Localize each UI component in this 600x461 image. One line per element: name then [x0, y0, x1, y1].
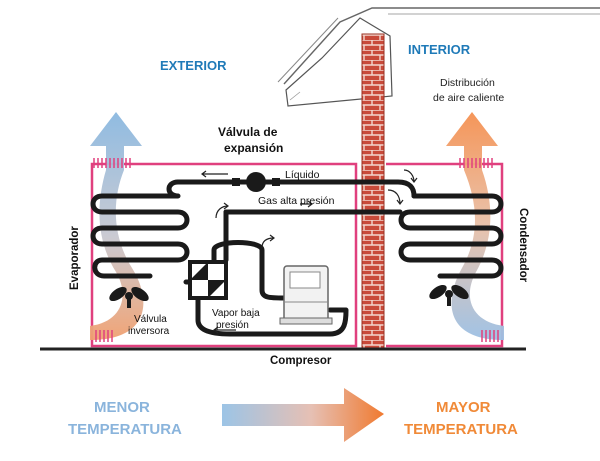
label-gas-alta-presion: Gas alta presión — [258, 195, 335, 207]
flow-arrow-icon — [201, 169, 418, 334]
expansion-valve — [232, 172, 280, 192]
label-vapor-baja-line2: presión — [216, 320, 249, 331]
label-valvula-inversora-line2: inversora — [128, 326, 170, 337]
temperature-gradient-arrow — [222, 388, 384, 442]
fan-icon — [109, 284, 469, 308]
outdoor-unit-frame — [90, 162, 358, 348]
reversing-valve — [188, 260, 228, 300]
label-valvula-expansion-line1: Válvula de — [218, 125, 278, 139]
label-interior: INTERIOR — [408, 42, 471, 57]
label-condensador: Condensador — [517, 208, 529, 283]
label-distribucion-line1: Distribución — [440, 77, 495, 89]
label-evaporador: Evaporador — [69, 226, 81, 290]
label-exterior: EXTERIOR — [160, 58, 227, 73]
label-valvula-expansion-line2: expansión — [224, 141, 283, 155]
grille-icon — [93, 158, 499, 342]
label-menor: MENOR — [94, 399, 150, 416]
brick-wall — [361, 33, 385, 351]
indoor-unit-frame — [386, 162, 504, 348]
label-menor-temperatura: TEMPERATURA — [68, 421, 182, 438]
label-distribucion-line2: de aire caliente — [433, 92, 504, 104]
label-compresor: Compresor — [270, 355, 332, 367]
compressor — [279, 265, 333, 325]
label-liquido: Líquido — [285, 169, 320, 181]
label-mayor-temperatura: TEMPERATURA — [404, 421, 518, 438]
label-valvula-inversora-line1: Válvula — [134, 314, 167, 325]
label-vapor-baja-line1: Vapor baja — [212, 308, 260, 319]
label-mayor: MAYOR — [436, 399, 491, 416]
